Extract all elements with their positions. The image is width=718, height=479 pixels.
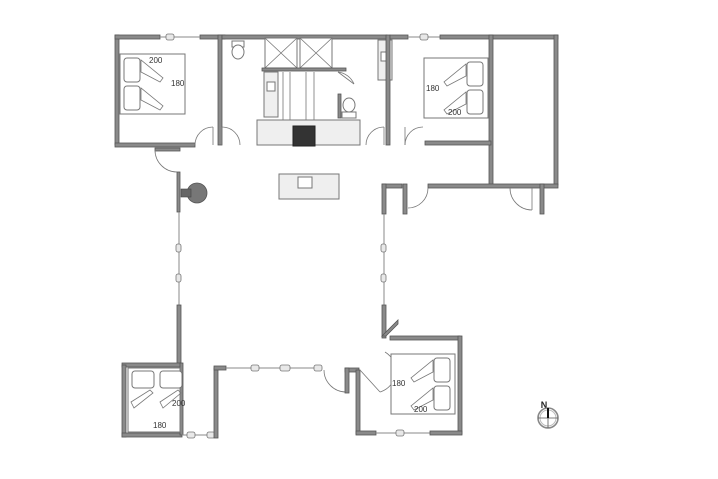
compass: N bbox=[537, 400, 559, 429]
bedroom-bottom-right: 180 200 bbox=[355, 335, 463, 437]
bedroom-top-right: 180 200 bbox=[389, 33, 559, 186]
bed-width-label: 180 bbox=[392, 379, 406, 388]
left-wall bbox=[121, 212, 182, 368]
north-label: N bbox=[541, 400, 548, 410]
kitchen-island bbox=[278, 173, 340, 200]
bathroom-block bbox=[221, 34, 393, 147]
bed-length-label: 200 bbox=[149, 56, 163, 65]
entry-door-left bbox=[154, 147, 208, 213]
right-wall bbox=[380, 214, 399, 339]
bed-width-label: 180 bbox=[153, 421, 167, 430]
bed-length-label: 200 bbox=[172, 399, 186, 408]
bed-width-label: 180 bbox=[426, 84, 440, 93]
bed-width-label: 180 bbox=[171, 79, 185, 88]
annex-room bbox=[381, 183, 559, 215]
bed-length-label: 200 bbox=[448, 108, 462, 117]
bed-length-label: 200 bbox=[414, 405, 428, 414]
bottom-wall bbox=[213, 364, 360, 394]
bedroom-top-left: 200 180 bbox=[114, 33, 226, 148]
bedroom-bottom-left: 200 180 bbox=[121, 362, 219, 439]
